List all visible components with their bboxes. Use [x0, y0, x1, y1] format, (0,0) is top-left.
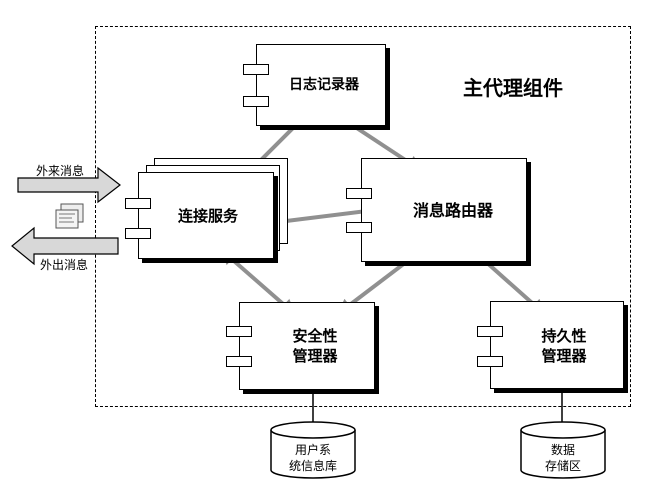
logger-port-top	[243, 64, 269, 75]
persistence-manager-line2: 管理器	[541, 347, 587, 366]
connection-port-bottom	[125, 228, 151, 239]
logger-port-bottom	[243, 96, 269, 107]
persistence-manager-component	[490, 301, 624, 389]
user-db-line2: 统信息库	[288, 459, 337, 474]
security-manager-component	[239, 302, 375, 390]
security-manager-label: 安全性 管理器	[262, 326, 368, 367]
arrow-connection-security	[219, 248, 297, 316]
incoming-message-label: 外来消息	[36, 164, 85, 178]
persistence-port-top	[477, 326, 503, 337]
data-store-line2: 存储区	[544, 459, 581, 474]
logger-label: 日志记录器	[289, 77, 359, 93]
data-store-line1: 数据	[550, 443, 575, 457]
main-agent-boundary	[95, 26, 631, 407]
message-router-label: 消息路由器	[412, 201, 493, 220]
security-port-top	[226, 326, 252, 337]
connection-service-label: 连接服务	[177, 207, 238, 225]
user-db-line1: 用户系	[294, 443, 331, 457]
user-db-cylinder	[270, 421, 356, 479]
router-port-top	[346, 188, 372, 199]
security-manager-line1: 安全性	[292, 327, 338, 345]
arrow-router-persistence	[470, 247, 546, 316]
group-title: 主代理组件	[463, 76, 563, 100]
logger-component	[256, 44, 386, 126]
security-port-bottom	[226, 356, 252, 367]
router-port-bottom	[346, 222, 372, 233]
incoming-message-arrow	[17, 166, 121, 204]
data-store-label: 数据 存储区	[521, 442, 605, 474]
message-router-component	[361, 158, 527, 262]
outgoing-message-label: 外出消息	[40, 258, 89, 272]
persistence-port-bottom	[477, 356, 503, 367]
security-manager-line2: 管理器	[292, 347, 338, 366]
persistence-manager-label: 持久性 管理器	[512, 326, 616, 367]
data-store-cylinder	[520, 421, 606, 479]
connection-port-top	[125, 198, 151, 209]
connection-service-component	[138, 172, 274, 259]
outgoing-message-arrow	[11, 226, 119, 266]
persistence-manager-line1: 持久性	[541, 327, 587, 345]
message-document-icon	[55, 203, 84, 229]
user-db-label: 用户系 统信息库	[271, 442, 355, 474]
